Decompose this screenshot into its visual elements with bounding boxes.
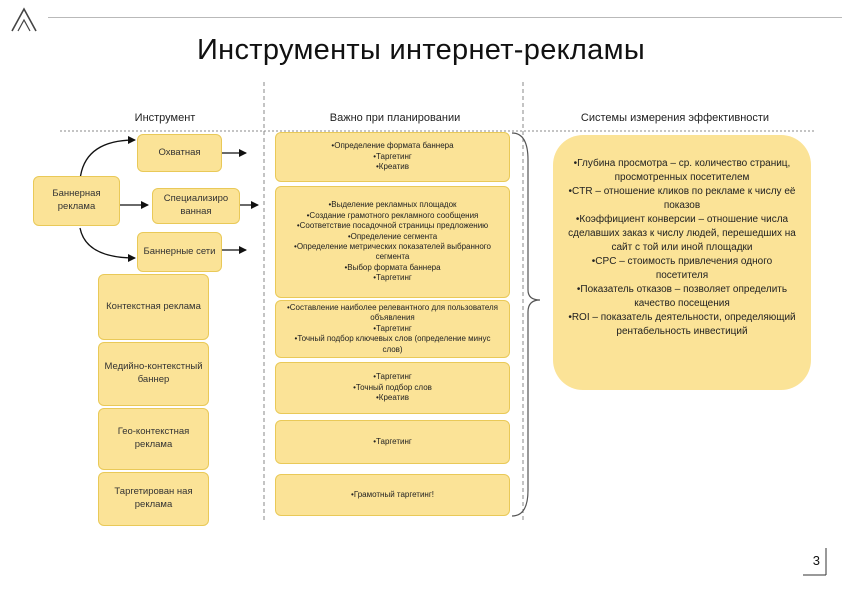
column-header-planning: Важно при планировании: [329, 112, 461, 124]
planning-item: •Определение метрических показателей выб…: [294, 242, 491, 262]
planning-box-1: •Определение формата баннера •Таргетинг …: [275, 132, 510, 182]
tool-banner: Баннерная реклама: [33, 176, 120, 226]
planning-item: •Таргетинг: [373, 323, 412, 333]
page-title: Инструменты интернет-рекламы: [197, 34, 645, 66]
top-rule: [48, 17, 842, 18]
metric-item: •CTR – отношение кликов по рекламе к чис…: [568, 186, 796, 211]
metric-item: •Глубина просмотра – ср. количество стра…: [573, 158, 791, 183]
planning-item: •Выделение рекламных площадок: [328, 200, 457, 210]
planning-item: •Таргетинг: [373, 151, 412, 161]
planning-item: •Создание грамотного рекламного сообщени…: [306, 210, 479, 220]
planning-box-3: •Составление наиболее релевантного для п…: [275, 300, 510, 358]
planning-item: •Определение формата баннера: [331, 141, 454, 151]
planning-item: •Определение сегмента: [347, 231, 438, 241]
planning-item: •Таргетинг: [373, 273, 412, 283]
logo-icon: [11, 7, 37, 32]
tool-contextual: Контекстная реклама: [98, 274, 209, 340]
planning-item: •Таргетинг: [373, 436, 412, 446]
tool-banner-networks: Баннерные сети: [137, 232, 222, 272]
metric-item: •Коэффициент конверсии – отношение числа…: [568, 214, 796, 253]
planning-item: •Таргетинг: [373, 372, 412, 382]
metric-item: •Показатель отказов – позволяет определи…: [576, 284, 788, 309]
planning-item: •Соответствие посадочной страницы предло…: [296, 221, 489, 231]
planning-box-6: •Грамотный таргетинг!: [275, 474, 510, 516]
column-header-systems: Системы измерения эффективности: [580, 112, 770, 124]
page-number: 3: [812, 553, 820, 568]
planning-item: •Составление наиболее релевантного для п…: [286, 303, 499, 323]
planning-item: •Креатив: [375, 393, 409, 403]
brace: [511, 132, 541, 517]
planning-item: •Точный подбор ключевых слов (определени…: [294, 334, 491, 354]
column-header-tool: Инструмент: [134, 112, 196, 124]
metrics-box: •Глубина просмотра – ср. количество стра…: [553, 135, 811, 390]
tool-geo-context: Гео-контекстная реклама: [98, 408, 209, 470]
planning-item: •Точный подбор слов: [353, 382, 432, 392]
planning-box-2: •Выделение рекламных площадок •Создание …: [275, 186, 510, 298]
planning-box-4: •Таргетинг •Точный подбор слов •Креатив: [275, 362, 510, 414]
arrow-to-networks: [79, 227, 136, 262]
planning-item: •Выбор формата баннера: [344, 262, 441, 272]
arrow-to-reach: [79, 136, 136, 181]
tool-media-context: Медийно-контекстный баннер: [98, 342, 209, 406]
planning-item: •Грамотный таргетинг!: [351, 489, 434, 499]
planning-item: •Креатив: [375, 162, 409, 172]
tool-reach: Охватная: [137, 134, 222, 172]
planning-box-5: •Таргетинг: [275, 420, 510, 464]
tool-targeted: Таргетирован ная реклама: [98, 472, 209, 526]
tool-specialized: Специализиро ванная: [152, 188, 240, 224]
metric-item: •ROI – показатель деятельности, определя…: [568, 312, 796, 337]
metric-item: •CPC – стоимость привлечения одного посе…: [591, 256, 773, 281]
